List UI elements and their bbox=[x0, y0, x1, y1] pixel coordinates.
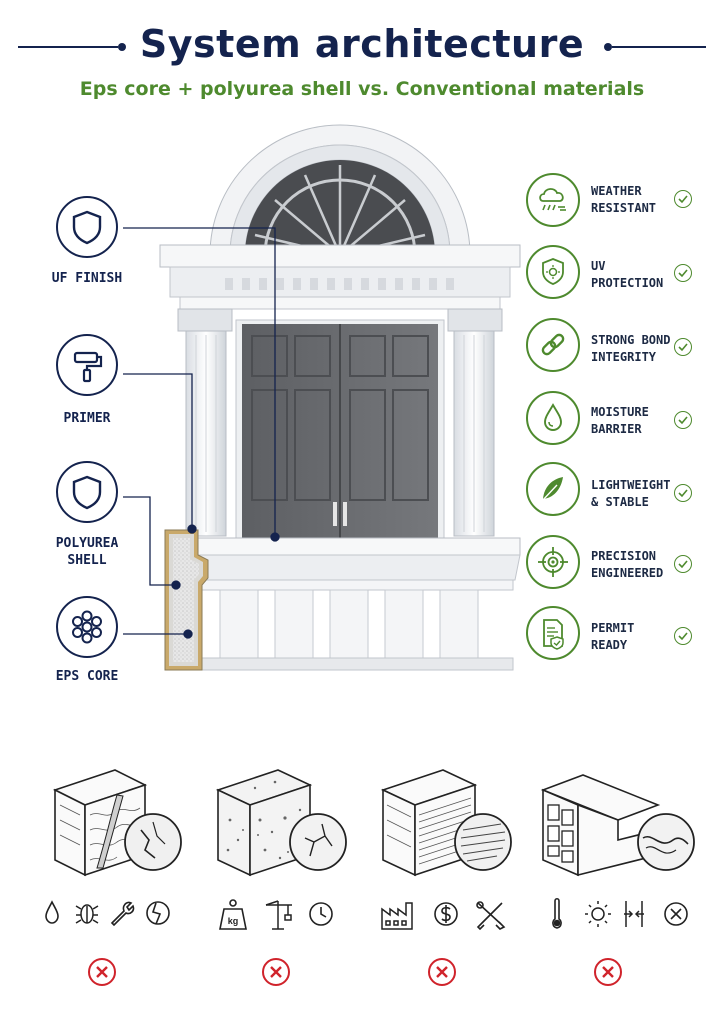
layer-label-polyurea-line1: POLYUREA bbox=[55, 536, 119, 551]
header-dot-right bbox=[604, 43, 612, 51]
kg-weight-text: kg bbox=[228, 916, 239, 926]
benefit-precision-line1: PRECISION bbox=[591, 549, 657, 563]
check-icon bbox=[674, 627, 692, 645]
benefit-lightweight-line1: LIGHTWEIGHT bbox=[591, 478, 671, 492]
benefit-precision-circle bbox=[526, 535, 580, 589]
page-subtitle: Eps core + polyurea shell vs. Convention… bbox=[79, 78, 645, 100]
benefit-weather-circle bbox=[526, 173, 580, 227]
concrete-issue-icons: kg bbox=[219, 899, 333, 930]
polyurea-shell-circle bbox=[56, 461, 118, 523]
benefit-lightweight-line2: & STABLE bbox=[591, 495, 649, 509]
benefit-weather-line1: WEATHER bbox=[591, 184, 642, 198]
layer-label-primer: PRIMER bbox=[63, 411, 111, 426]
benefit-permit-line1: PERMIT bbox=[591, 621, 635, 635]
dollar-icon bbox=[434, 902, 458, 926]
bug-icon bbox=[75, 904, 99, 924]
benefit-bond-line2: INTEGRITY bbox=[591, 350, 657, 364]
header-dot-left bbox=[118, 43, 126, 51]
benefit-uv-line2: PROTECTION bbox=[591, 276, 664, 290]
concrete-block-illustration bbox=[215, 769, 347, 877]
benefit-permit-circle bbox=[526, 606, 580, 660]
layer-label-polyurea-line2: SHELL bbox=[67, 553, 107, 568]
check-icon bbox=[674, 484, 692, 502]
benefit-permit-line2: READY bbox=[591, 638, 628, 652]
window-facade-illustration bbox=[159, 124, 521, 671]
wood-x-icon bbox=[88, 958, 116, 986]
chain-link-icon bbox=[541, 333, 565, 356]
benefit-bond-circle bbox=[526, 318, 580, 372]
check-icon bbox=[674, 338, 692, 356]
clock-icon bbox=[309, 902, 333, 926]
beads-icon bbox=[72, 610, 102, 644]
check-icon bbox=[674, 555, 692, 573]
kg-weight-icon bbox=[219, 899, 247, 930]
benefit-bond-line1: STRONG BOND bbox=[591, 333, 671, 347]
benefit-lightweight-circle bbox=[526, 462, 580, 516]
document-check-icon bbox=[543, 619, 564, 650]
concrete-x-icon bbox=[262, 958, 290, 986]
feather-icon bbox=[541, 477, 563, 502]
sun-icon bbox=[585, 901, 611, 927]
tools-icon bbox=[476, 901, 506, 931]
pvc-profile-illustration bbox=[540, 774, 695, 877]
benefit-moisture-line2: BARRIER bbox=[591, 422, 642, 436]
check-icon bbox=[674, 411, 692, 429]
header-rule-left bbox=[18, 46, 118, 48]
header-rule-right bbox=[612, 46, 706, 48]
factory-icon bbox=[381, 902, 413, 930]
uf-finish-circle bbox=[56, 196, 118, 258]
shield-icon bbox=[72, 210, 102, 245]
x-circle-icon bbox=[664, 902, 688, 926]
crack-icon bbox=[146, 901, 170, 925]
shield-icon bbox=[72, 475, 102, 510]
pvc-issue-icons bbox=[552, 897, 688, 929]
pvc-x-icon bbox=[594, 958, 622, 986]
benefit-moisture-line1: MOISTURE bbox=[591, 405, 649, 419]
layer-label-uf-finish: UF FINISH bbox=[51, 271, 123, 286]
benefit-precision-line2: ENGINEERED bbox=[591, 566, 664, 580]
crane-icon bbox=[265, 900, 292, 930]
paint-roller-icon bbox=[73, 351, 103, 383]
wrench-icon bbox=[110, 901, 135, 927]
water-drop-icon bbox=[45, 900, 59, 924]
primer-circle bbox=[56, 334, 118, 396]
expansion-icon bbox=[624, 901, 644, 927]
crosshair-icon bbox=[538, 547, 568, 577]
benefit-uv-circle bbox=[526, 245, 580, 299]
thermometer-icon bbox=[552, 897, 562, 929]
stone-x-icon bbox=[428, 958, 456, 986]
cloud-rain-wind-icon bbox=[539, 188, 566, 211]
stone-issue-icons bbox=[381, 901, 506, 931]
check-icon bbox=[674, 190, 692, 208]
benefit-weather-line2: RESISTANT bbox=[591, 201, 657, 215]
page-title: System architecture bbox=[139, 22, 585, 66]
layer-label-eps-core: EPS CORE bbox=[55, 669, 119, 684]
stone-block-illustration bbox=[380, 769, 512, 877]
wood-issue-icons bbox=[45, 900, 170, 927]
check-icon bbox=[674, 264, 692, 282]
sun-shield-icon bbox=[542, 258, 564, 285]
benefit-uv-line1: UV bbox=[591, 259, 606, 273]
eps-core-circle bbox=[56, 596, 118, 658]
wood-block-illustration bbox=[52, 769, 182, 877]
benefit-moisture-circle bbox=[526, 391, 580, 445]
water-drop-icon bbox=[544, 403, 562, 431]
